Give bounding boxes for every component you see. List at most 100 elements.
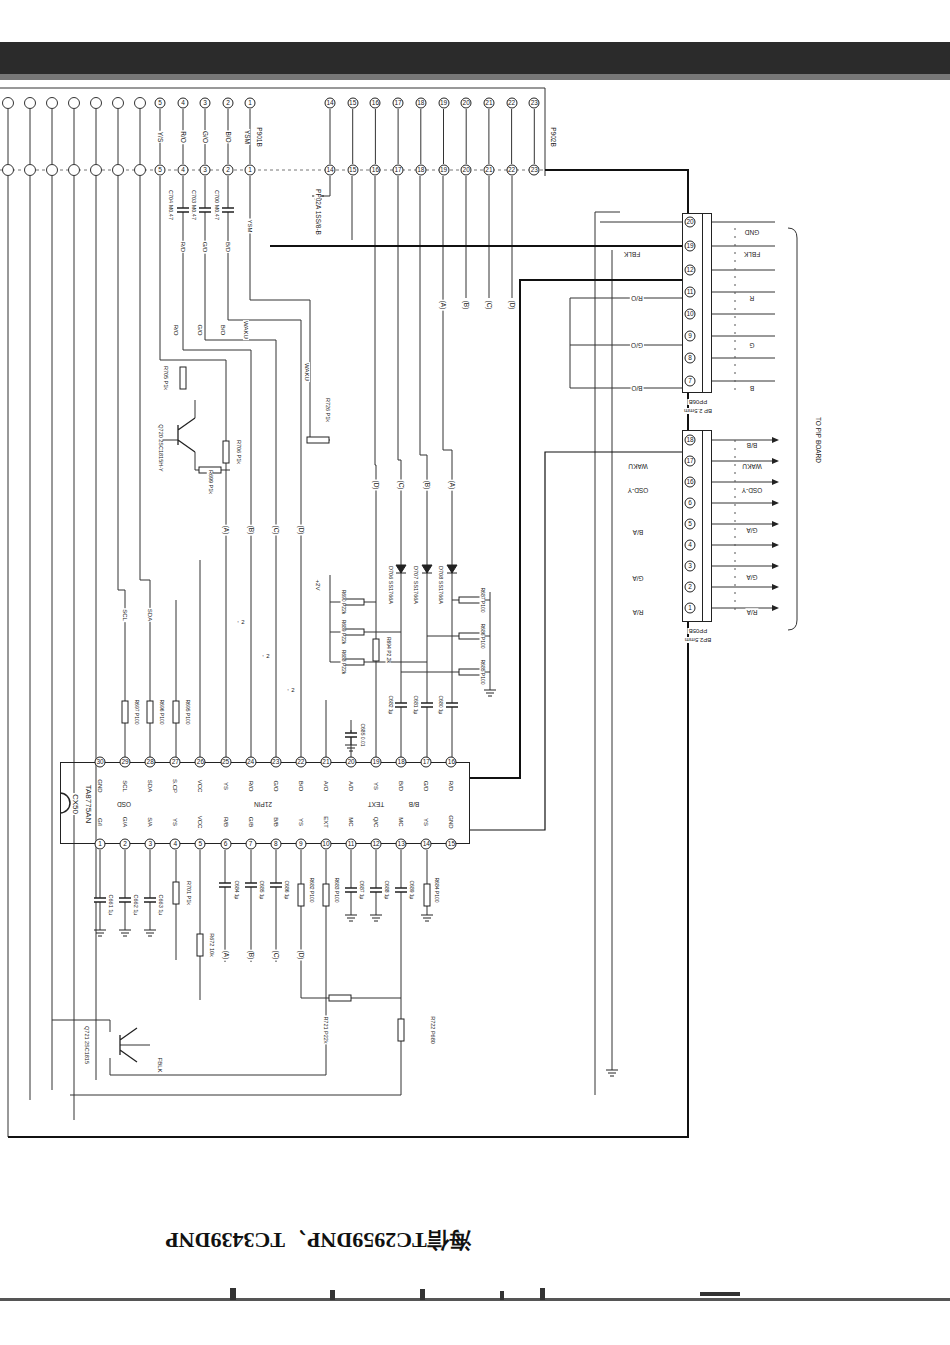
capacitor-gap — [395, 888, 407, 892]
capacitor-symbol — [345, 733, 357, 737]
pin-number: 10 — [685, 309, 696, 320]
signal-label: (C) — [486, 299, 493, 310]
pin-number: 3 — [200, 165, 211, 176]
capacitor-symbol — [199, 208, 211, 212]
pin-number: 11 — [346, 839, 357, 850]
capacitor-gap — [395, 703, 407, 707]
scan-mark — [230, 1288, 236, 1300]
pin-number: 8 — [270, 839, 281, 850]
signal-label: B/A — [632, 529, 644, 536]
resistor-symbol — [223, 441, 229, 463]
wire — [443, 176, 452, 757]
wire — [74, 176, 75, 1120]
capacitor-gap — [270, 883, 282, 887]
signal-label: R/B — [223, 816, 229, 828]
capacitor-gap — [370, 888, 382, 892]
signal-label: R690 P22k — [341, 589, 346, 616]
pin-number: 15 — [347, 165, 358, 176]
signal-label: R705 P1k — [162, 365, 168, 391]
signal-label: G/A — [745, 527, 758, 534]
arrow-head — [772, 605, 779, 611]
signal-label: FBLK — [623, 251, 641, 258]
signal-label: R683 P100 — [333, 876, 338, 903]
pin-number: 14 — [325, 165, 336, 176]
resistor-symbol — [459, 669, 481, 675]
signal-label: B/O — [630, 385, 643, 392]
pin-number: 26 — [195, 757, 206, 768]
signal-label: R/O — [630, 295, 644, 302]
pin-circle — [135, 98, 146, 109]
signal-label: WAKU — [304, 362, 310, 382]
wire — [118, 176, 125, 757]
capacitor-symbol — [421, 703, 433, 707]
pin-number: 18 — [396, 757, 407, 768]
signal-label: R697 P100 — [134, 698, 139, 725]
pin-number: 20 — [346, 757, 357, 768]
signal-label: S/A — [147, 816, 153, 828]
wire — [70, 850, 401, 1095]
diode-symbol — [396, 565, 406, 573]
pin-number: 22 — [295, 757, 306, 768]
wire — [376, 850, 377, 915]
signal-label: R722 P680 — [429, 1015, 435, 1045]
signal-label: C684 1μ — [233, 879, 238, 900]
pin-number: 17 — [685, 456, 696, 467]
pin-number: 24 — [245, 757, 256, 768]
pin-circle — [3, 165, 14, 176]
capacitor-symbol — [270, 883, 282, 887]
wire — [375, 176, 376, 757]
wire — [735, 228, 736, 612]
arrow-head — [772, 584, 779, 590]
part-name: CX50 — [71, 793, 79, 815]
signal-label: C662 1μ — [132, 894, 138, 917]
signal-label: D707 SS1766A — [412, 565, 418, 605]
signal-label: SCL — [122, 608, 128, 622]
arrow-head — [772, 500, 779, 506]
pin-number: 16 — [370, 165, 381, 176]
signal-label: (D) — [373, 479, 380, 490]
pin-number: 3 — [685, 561, 696, 572]
signal-label: FBLK — [743, 251, 761, 258]
arrow-head — [772, 479, 779, 485]
wire — [712, 566, 772, 567]
signal-label: C661 1μ — [107, 894, 113, 917]
signal-label: B/D — [398, 780, 404, 792]
wire — [52, 109, 53, 164]
signal-label: R/O — [173, 324, 179, 337]
signal-label: OSD — [116, 801, 132, 808]
signal-label: R726 P1k — [324, 397, 330, 423]
signal-label: ・2 — [284, 687, 295, 693]
capacitor-gap — [421, 703, 433, 707]
ic-notch — [60, 793, 70, 813]
wire — [398, 109, 399, 164]
signal-label: R699 P1k — [207, 469, 213, 495]
signal-wire — [470, 280, 682, 778]
wire — [125, 850, 126, 930]
pin-number: 10 — [320, 839, 331, 850]
signal-label: (A) — [223, 525, 230, 536]
pin-number: 23 — [270, 757, 281, 768]
wire — [712, 292, 775, 293]
wire — [712, 246, 775, 247]
wire — [570, 298, 571, 388]
signal-label: D706 SS1766A — [387, 565, 393, 605]
pin-number: 7 — [245, 839, 256, 850]
wire — [612, 250, 613, 1070]
pin-number: 28 — [145, 757, 156, 768]
wire — [712, 461, 772, 462]
pin-number: 7 — [685, 376, 696, 387]
wire — [712, 270, 775, 271]
pin-circle — [47, 98, 58, 109]
ground-symbol — [606, 1070, 618, 1076]
signal-label: SCL — [122, 779, 128, 793]
signal-label: B/O — [220, 324, 226, 336]
signal-label: G/A — [122, 816, 128, 828]
pin-number: 1 — [95, 839, 106, 850]
capacitor-symbol — [446, 703, 458, 707]
signal-label: A/D — [348, 780, 354, 792]
capacitor-gap — [446, 703, 458, 707]
capacitor-symbol — [370, 888, 382, 892]
wire — [351, 850, 352, 915]
